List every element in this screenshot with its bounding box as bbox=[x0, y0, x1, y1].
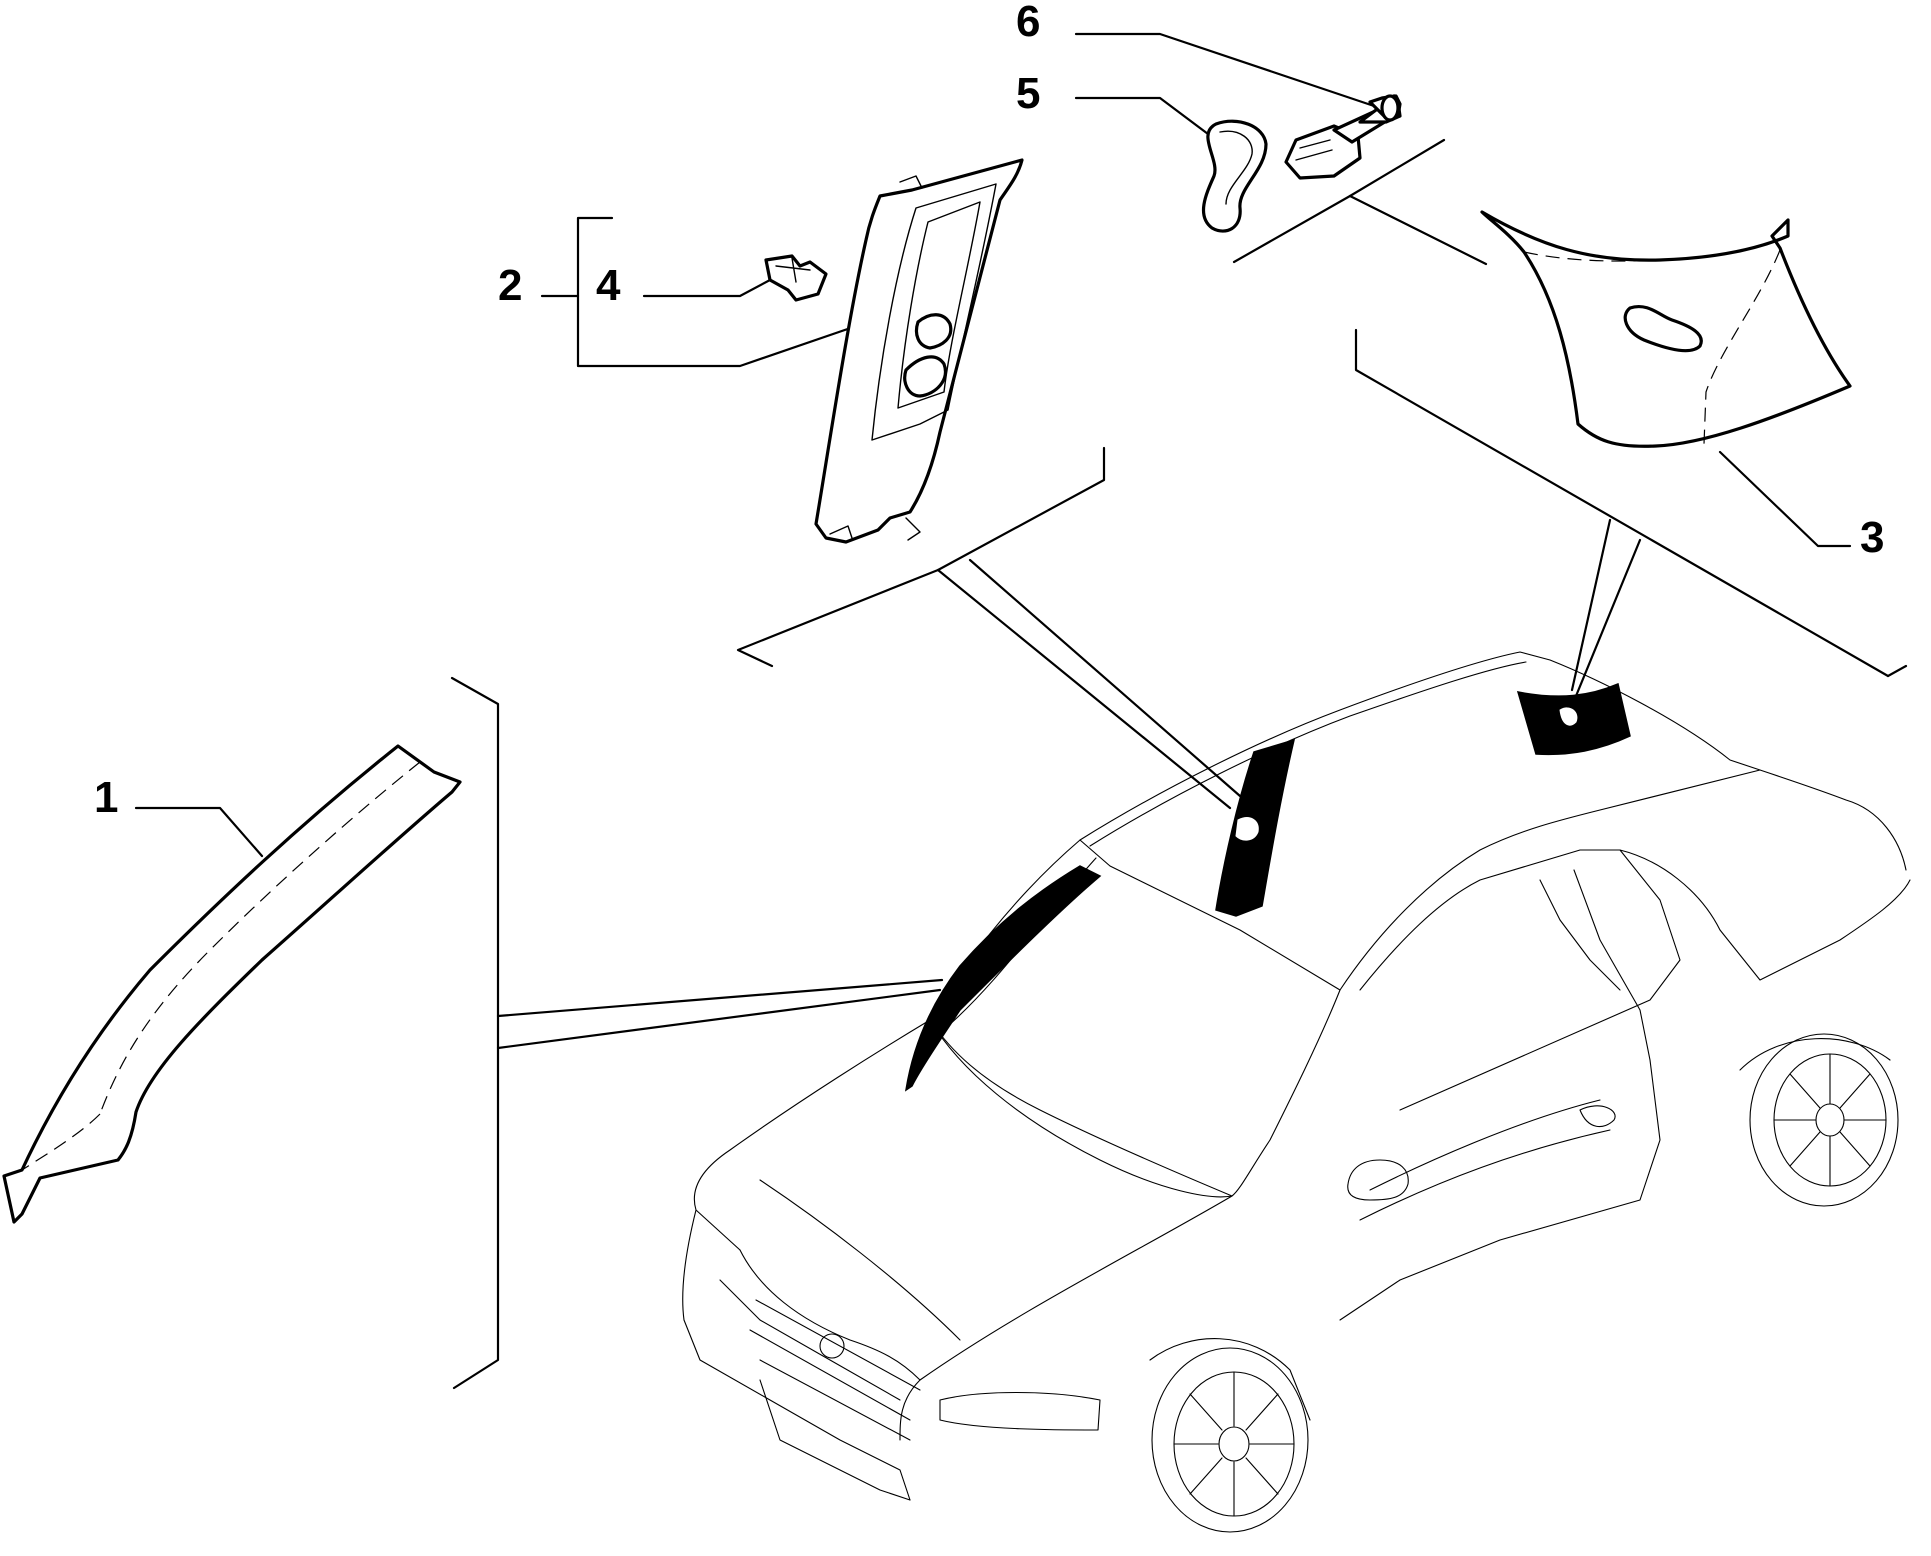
bracket-part-1 bbox=[450, 676, 944, 1390]
callout-number-2: 2 bbox=[498, 261, 522, 310]
callout-number-1: 1 bbox=[94, 773, 118, 822]
bolt-part-6 bbox=[1284, 94, 1402, 180]
trim-panel-part-3 bbox=[1480, 210, 1852, 448]
b-pillar-position-highlight bbox=[1215, 738, 1296, 917]
a-pillar-position-highlight bbox=[904, 865, 1102, 1092]
cap-part-5 bbox=[1201, 119, 1268, 233]
bracket-2 bbox=[540, 216, 870, 368]
leader-line-4 bbox=[642, 278, 772, 298]
callout-number-3: 3 bbox=[1860, 513, 1884, 562]
roof-panel-position-highlight bbox=[1516, 682, 1631, 756]
leader-line-6 bbox=[1074, 32, 1382, 110]
leader-line-1 bbox=[134, 806, 264, 858]
callout-number-4: 4 bbox=[596, 261, 621, 310]
a-pillar-trim-part-1 bbox=[2, 744, 462, 1224]
leader-line-5 bbox=[1074, 96, 1218, 142]
car-illustration bbox=[682, 651, 1911, 1533]
bracket-part-3 bbox=[1232, 138, 1908, 698]
callout-number-5: 5 bbox=[1016, 69, 1040, 118]
leader-line-3 bbox=[1718, 450, 1852, 548]
b-pillar-trim-part-2 bbox=[814, 158, 1024, 544]
bracket-part-2 bbox=[736, 446, 1242, 810]
callout-number-6: 6 bbox=[1016, 0, 1040, 46]
clip-part-4 bbox=[764, 254, 828, 302]
